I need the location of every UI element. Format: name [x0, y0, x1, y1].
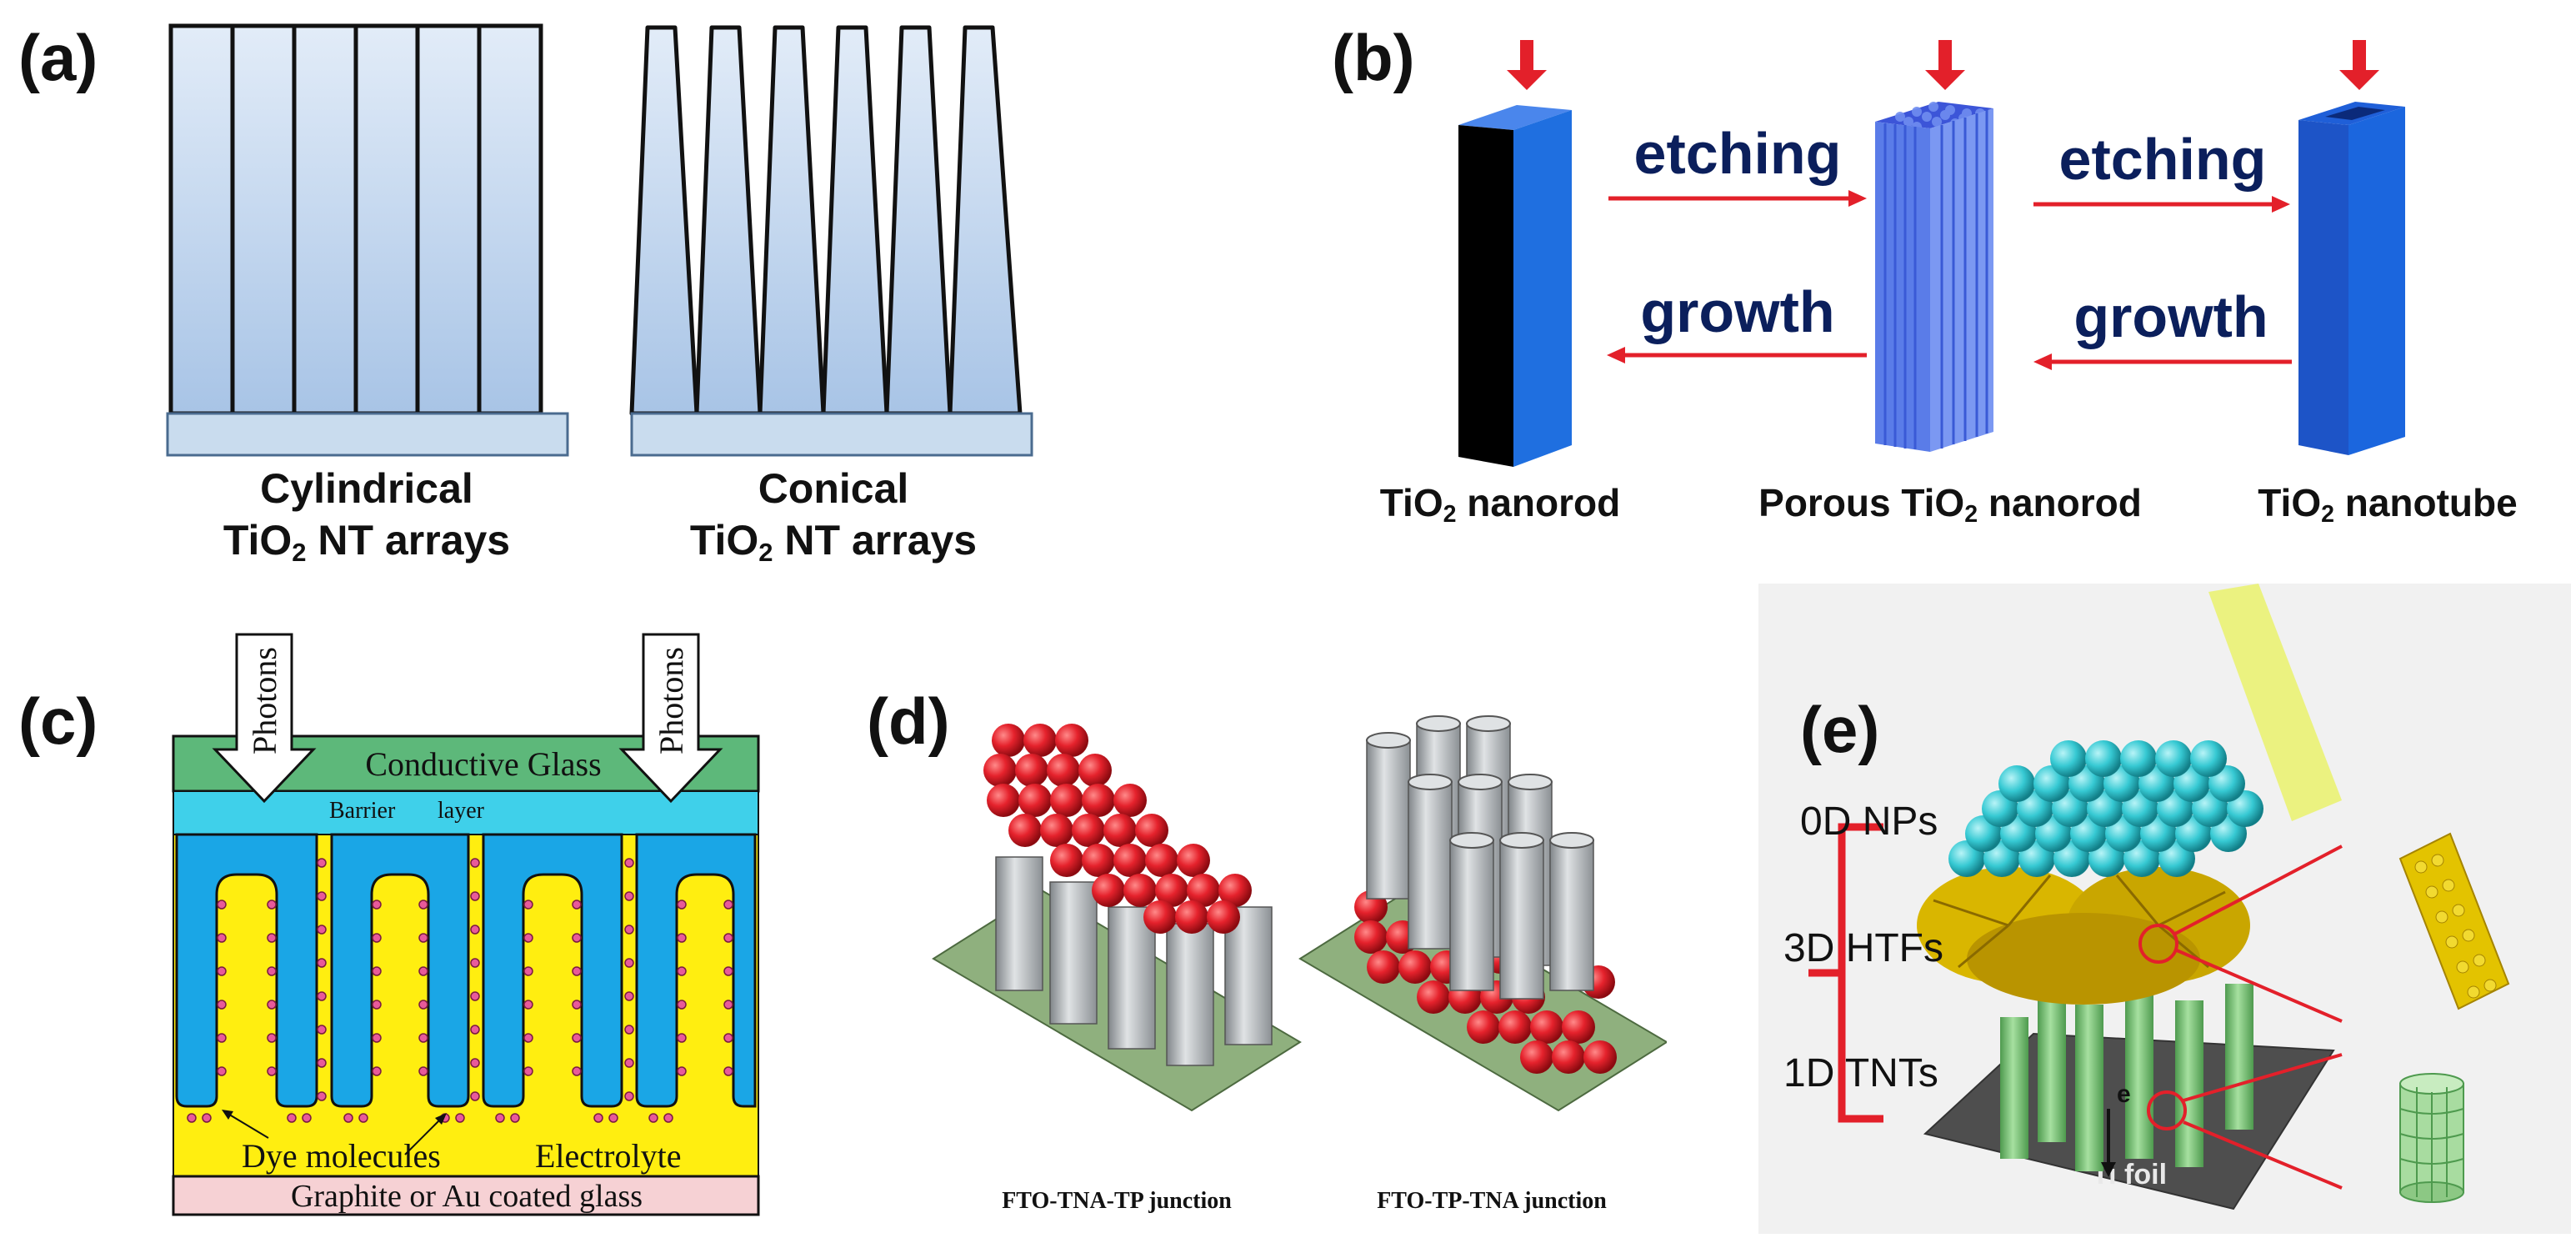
tnt-label: 1D TNTs [1783, 1051, 1938, 1095]
panel-c-label: (c) [18, 684, 98, 758]
np-label-html: 0D NPs [1800, 799, 1938, 844]
substrate [630, 412, 1033, 457]
conical-tubes [629, 25, 1023, 416]
photons-label-left: Photons [246, 647, 283, 754]
photon-arrows [212, 633, 723, 804]
tnt-inset [2399, 1073, 2464, 1203]
nanotube-caption: TiO2 nanotube [2258, 481, 2518, 529]
tio2-nanotube-shape [2298, 102, 2405, 455]
electron-arrow [2101, 1109, 2116, 1177]
etching-label-left: etching [1634, 121, 1842, 186]
conical-caption: Conical TiO2 NT arrays [689, 465, 978, 567]
graphite-glass-label: Graphite or Au coated glass [291, 1179, 643, 1214]
dye-sensitized-cell-diagram: Photons Photons Conductive Glass Barrier… [172, 633, 760, 1216]
left-nanoparticle-spheres [983, 724, 1252, 934]
right-cylinder-openings [1366, 715, 1594, 849]
porous-nanorod-caption: Porous TiO2 nanorod [1758, 481, 2142, 529]
dye-pointer-arrows [222, 1110, 447, 1155]
panel-a-label: (a) [18, 21, 98, 94]
cylindrical-caption: Cylindrical TiO2 NT arrays [223, 465, 511, 567]
light-beam [2208, 584, 2342, 821]
red-down-arrows [1507, 40, 2379, 90]
zoom-callouts [2138, 845, 2343, 1190]
substrate [166, 412, 569, 457]
dye-molecule-dots [187, 858, 733, 1123]
graphite-au-glass-layer [172, 1175, 760, 1216]
dye-molecules-label: Dye molecules [242, 1137, 441, 1175]
panel-b-label: (b) [1332, 21, 1415, 94]
reaction-arrows [1607, 190, 2292, 370]
cylindrical-tubes [168, 23, 543, 416]
hierarchy-bracket [1808, 823, 1883, 1123]
tnt-cylinders [2000, 984, 2253, 1171]
htf-label: 3D HTFs [1783, 926, 1943, 970]
fto-tna-tp-caption: FTO-TNA-TP junction [1002, 1188, 1232, 1214]
fto-tp-tna-caption: FTO-TP-TNA junction [1377, 1188, 1607, 1214]
np-cyan-spheres [1948, 740, 2263, 877]
photons-label-right: Photons [653, 647, 690, 754]
cylindrical-nt-array-diagram [166, 23, 569, 457]
etching-label-right: etching [2059, 127, 2267, 192]
conical-nt-array-diagram [629, 25, 1033, 457]
growth-label-left: growth [1640, 279, 1834, 344]
growth-label-right: growth [2073, 284, 2268, 349]
tio2-nanorod-shape [1458, 105, 1572, 467]
layer-label: layer [438, 798, 485, 824]
htf-inset [2398, 832, 2510, 1010]
electron-label: e [2117, 1080, 2131, 1108]
right-nanotube-cylinders [1366, 723, 1594, 1000]
barrier-label: Barrier [329, 798, 396, 824]
panel-d-label: (d) [867, 684, 950, 758]
panel-e-label: (e) [1800, 693, 1880, 766]
tio2-nanotubes [175, 833, 757, 1108]
conductive-glass-label: Conductive Glass [365, 745, 601, 783]
nanostructure-transformation-diagram: etching growth etching growth [1458, 40, 2405, 467]
hierarchical-structure-diagram: Ti foil e [1808, 584, 2510, 1210]
porous-tio2-nanorod-shape [1875, 102, 1993, 452]
electrolyte-label: Electrolyte [535, 1137, 681, 1175]
junction-diagram [932, 715, 1667, 1112]
htf-hierarchical-layer [1917, 867, 2250, 1005]
nanorod-caption: TiO2 nanorod [1379, 481, 1621, 529]
